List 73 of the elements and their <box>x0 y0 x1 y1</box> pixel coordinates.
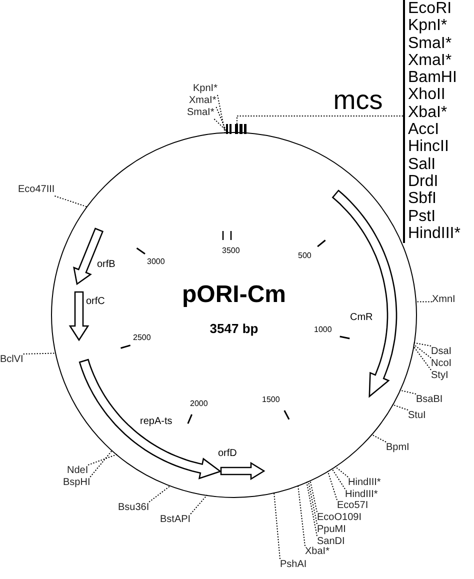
site-label: PpuMI <box>317 524 346 536</box>
leader-line <box>334 466 348 478</box>
plasmid-size: 3547 bp <box>210 321 258 336</box>
leader-line <box>190 494 208 514</box>
plasmid-name: pORI-Cm <box>182 281 286 309</box>
site-label: KpnI* <box>193 83 218 95</box>
site-label: KpnI* <box>408 17 448 35</box>
leader-line <box>214 118 230 134</box>
site-label: Bsu36I <box>118 502 150 514</box>
leader-line <box>310 480 318 512</box>
leader-line <box>22 352 56 354</box>
site-label: SanDI <box>317 536 345 548</box>
site-label: XmaI* <box>189 95 216 107</box>
site-label: SalI <box>408 156 436 173</box>
gene-label: repA-ts <box>140 416 172 428</box>
leader-line <box>148 485 172 502</box>
leader-line <box>392 404 408 410</box>
site-label: AccI <box>408 121 440 138</box>
scale-label: 2500 <box>133 333 151 343</box>
site-label: DrdI <box>408 172 438 190</box>
site-label: XmnI <box>432 294 456 306</box>
gene-label: CmR <box>350 312 373 324</box>
site-label: PstI <box>408 208 436 225</box>
scale-label: 3500 <box>222 246 240 256</box>
leader-line <box>298 484 306 546</box>
site-label: PshAI <box>280 559 307 571</box>
site-label: BstAPI <box>160 514 191 526</box>
leader-line <box>88 454 118 466</box>
site-label: XmaI* <box>408 52 452 70</box>
site-label: NcoI <box>431 358 452 370</box>
leader-line <box>412 346 432 370</box>
site-label: NdeI <box>67 465 88 477</box>
site-label: StyI <box>431 370 448 382</box>
site-label: SmaI* <box>187 107 214 119</box>
leader-line <box>399 390 416 394</box>
scale-label: 3000 <box>147 257 165 267</box>
site-label: HindIII* <box>408 224 460 242</box>
site-label: BamHI <box>408 69 457 86</box>
site-label: SbfI <box>408 190 436 208</box>
gene-label: orfC <box>86 296 105 308</box>
gene-label: orfD <box>218 448 237 460</box>
scale-label: 1500 <box>262 395 280 405</box>
site-label: BspHI <box>63 477 90 489</box>
site-label: EcoO109I <box>317 512 362 524</box>
leader-line <box>415 301 432 302</box>
leader-line <box>90 450 113 478</box>
leader-line <box>308 480 318 524</box>
scale-label: 2000 <box>190 399 208 409</box>
site-label: BpmI <box>386 442 410 454</box>
site-label: EcoRI <box>408 0 452 18</box>
leader-line <box>274 492 280 560</box>
site-label: HincII <box>408 138 449 156</box>
scale-label: 1000 <box>314 325 332 335</box>
site-label: XhoII <box>408 86 446 104</box>
leader-line <box>370 434 386 442</box>
site-label: XbaI* <box>305 546 330 558</box>
site-label: DsaI <box>431 346 452 358</box>
site-label: XbaI* <box>408 104 448 122</box>
site-label: HindIII* <box>348 477 381 489</box>
leader-line <box>331 468 346 490</box>
site-label: BclVI <box>0 354 24 366</box>
site-label: HindIII* <box>345 489 378 501</box>
gene-label: orfB <box>97 259 116 271</box>
site-label: Eco57I <box>337 500 368 512</box>
leader-line <box>413 344 432 358</box>
site-label: StuI <box>408 410 426 422</box>
site-label: SmaI* <box>408 34 452 52</box>
leader-line <box>327 470 338 500</box>
site-label: BsaBI <box>416 394 443 406</box>
leader-line <box>54 196 88 208</box>
scale-label: 500 <box>298 251 312 261</box>
site-label: Eco47III <box>18 184 55 196</box>
leader-line <box>236 116 404 134</box>
